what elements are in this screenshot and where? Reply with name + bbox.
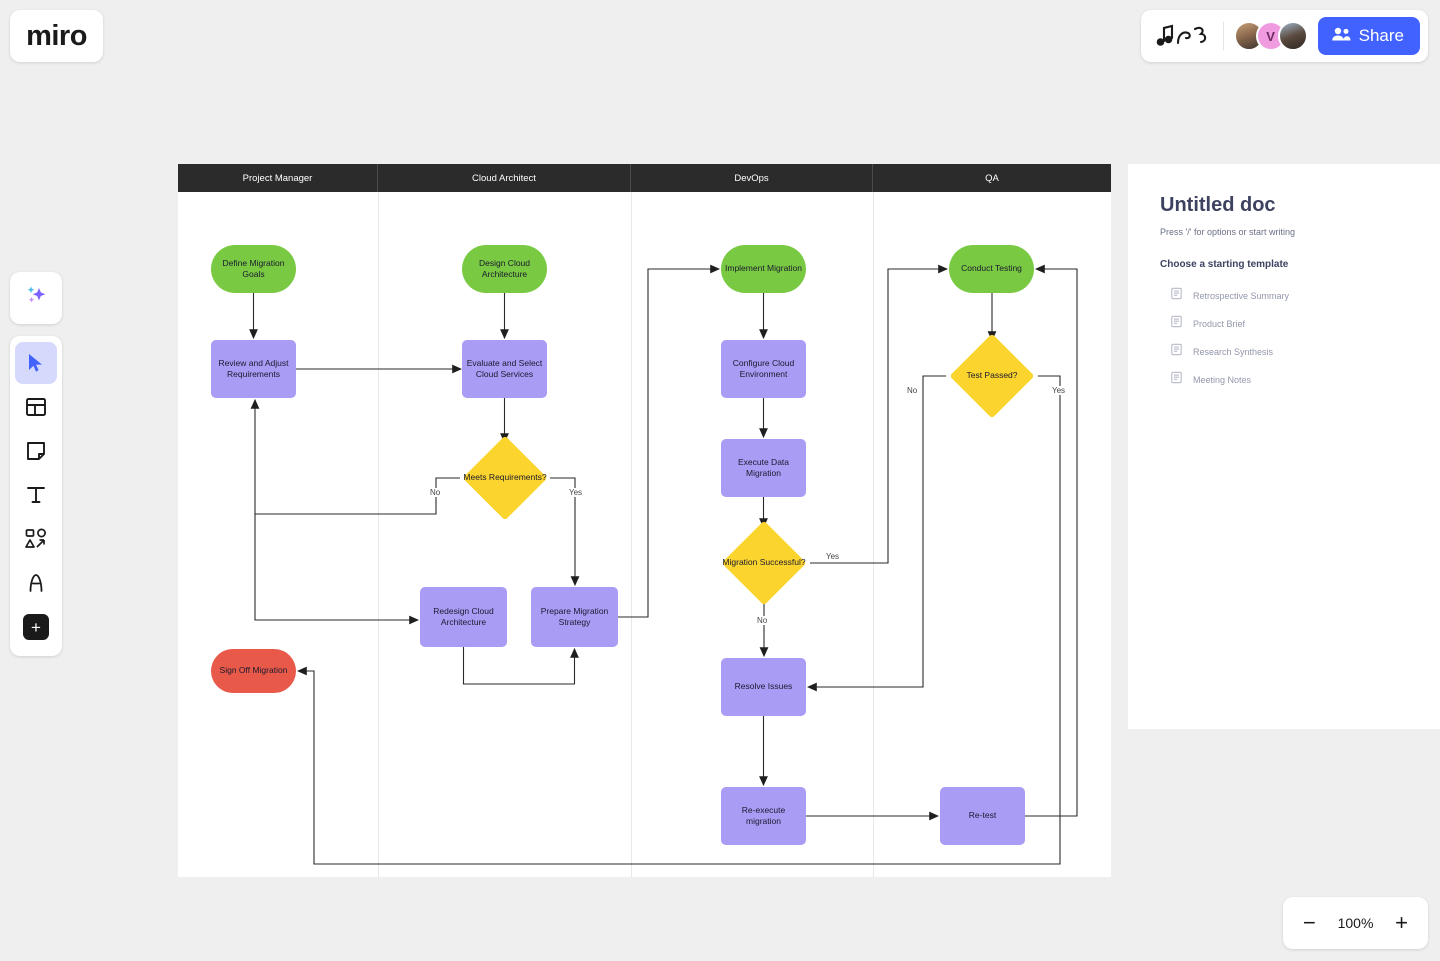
lane-header-qa: QA bbox=[873, 164, 1111, 192]
node-label: Migration Successful? bbox=[722, 557, 806, 568]
node-configure-cloud-environment[interactable]: Configure Cloud Environment bbox=[721, 340, 806, 398]
template-label: Research Synthesis bbox=[1193, 347, 1274, 357]
node-label: Meets Requirements? bbox=[463, 472, 547, 483]
more-apps-tool[interactable]: + bbox=[15, 606, 57, 648]
edge-label-no: No bbox=[428, 488, 443, 497]
zoom-in-button[interactable]: + bbox=[1395, 910, 1408, 935]
lanes-body: Define Migration Goals Review and Adjust… bbox=[178, 192, 1111, 877]
pen-tool[interactable] bbox=[15, 562, 57, 604]
document-panel: Untitled doc Press '/' for options or st… bbox=[1128, 164, 1440, 729]
share-button[interactable]: Share bbox=[1317, 17, 1420, 55]
text-tool[interactable] bbox=[15, 474, 57, 516]
swimlane-diagram: Project Manager Cloud Architect DevOps Q… bbox=[178, 164, 1111, 877]
plus-icon: + bbox=[23, 614, 49, 640]
templates-tool[interactable] bbox=[15, 386, 57, 428]
node-test-passed[interactable]: Test Passed? bbox=[946, 333, 1038, 419]
share-button-label: Share bbox=[1358, 26, 1404, 45]
share-people-icon bbox=[1331, 26, 1351, 47]
edge-label-no: No bbox=[905, 386, 920, 395]
node-implement-migration[interactable]: Implement Migration bbox=[721, 245, 806, 293]
node-evaluate-select-cloud-services[interactable]: Evaluate and Select Cloud Services bbox=[462, 340, 547, 398]
document-icon bbox=[1170, 287, 1183, 305]
edge-label-no: No bbox=[755, 616, 770, 625]
lane-header-project-manager: Project Manager bbox=[178, 164, 378, 192]
lane-headers: Project Manager Cloud Architect DevOps Q… bbox=[178, 164, 1111, 192]
node-execute-data-migration[interactable]: Execute Data Migration bbox=[721, 439, 806, 497]
template-retrospective-summary[interactable]: Retrospective Summary bbox=[1160, 282, 1408, 310]
edge-label-yes: Yes bbox=[1050, 386, 1068, 395]
doc-hint: Press '/' for options or start writing bbox=[1160, 227, 1295, 237]
node-define-migration-goals[interactable]: Define Migration Goals bbox=[211, 245, 296, 293]
shapes-tool[interactable] bbox=[15, 518, 57, 560]
node-design-cloud-architecture[interactable]: Design Cloud Architecture bbox=[462, 245, 547, 293]
zoom-level-value: 100% bbox=[1337, 915, 1374, 931]
music-notes-icon[interactable] bbox=[1155, 21, 1213, 51]
collaborator-avatars: V bbox=[1233, 21, 1308, 51]
select-tool[interactable] bbox=[15, 342, 57, 384]
connectors bbox=[249, 264, 1078, 865]
document-icon bbox=[1170, 371, 1183, 389]
node-resolve-issues[interactable]: Resolve Issues bbox=[721, 658, 806, 716]
top-right-bar: V Share bbox=[1140, 10, 1428, 62]
node-conduct-testing[interactable]: Conduct Testing bbox=[949, 245, 1034, 293]
lane-header-devops: DevOps bbox=[631, 164, 873, 192]
template-research-synthesis[interactable]: Research Synthesis bbox=[1160, 338, 1408, 366]
miro-logo[interactable]: miro bbox=[10, 10, 103, 62]
doc-template-heading: Choose a starting template bbox=[1160, 259, 1289, 270]
node-redesign-cloud-architecture[interactable]: Redesign Cloud Architecture bbox=[420, 587, 507, 647]
edge-label-yes: Yes bbox=[567, 488, 585, 497]
avatar[interactable] bbox=[1277, 21, 1308, 51]
node-migration-successful[interactable]: Migration Successful? bbox=[718, 520, 810, 606]
template-label: Retrospective Summary bbox=[1193, 291, 1290, 301]
doc-title[interactable]: Untitled doc bbox=[1160, 194, 1276, 216]
sparkle-icon bbox=[22, 282, 50, 315]
node-re-test[interactable]: Re-test bbox=[940, 787, 1025, 845]
left-toolbar: + bbox=[10, 336, 62, 656]
sticky-note-tool[interactable] bbox=[15, 430, 57, 472]
template-label: Meeting Notes bbox=[1193, 375, 1252, 385]
node-re-execute-migration[interactable]: Re-execute migration bbox=[721, 787, 806, 845]
node-meets-requirements[interactable]: Meets Requirements? bbox=[460, 435, 550, 521]
template-meeting-notes[interactable]: Meeting Notes bbox=[1160, 366, 1408, 394]
miro-logo-text: miro bbox=[26, 19, 87, 52]
zoom-out-button[interactable]: − bbox=[1303, 910, 1316, 935]
template-product-brief[interactable]: Product Brief bbox=[1160, 310, 1408, 338]
zoom-control: − 100% + bbox=[1283, 897, 1428, 949]
lane-header-cloud-architect: Cloud Architect bbox=[378, 164, 631, 192]
template-label: Product Brief bbox=[1193, 319, 1246, 329]
node-sign-off-migration[interactable]: Sign Off Migration bbox=[211, 649, 296, 693]
node-prepare-migration-strategy[interactable]: Prepare Migration Strategy bbox=[531, 587, 618, 647]
node-review-adjust-requirements[interactable]: Review and Adjust Requirements bbox=[211, 340, 296, 398]
node-label: Test Passed? bbox=[966, 370, 1018, 381]
document-icon bbox=[1170, 343, 1183, 361]
topbar-divider bbox=[1222, 22, 1224, 50]
lane-divider bbox=[631, 192, 632, 877]
lane-divider bbox=[378, 192, 379, 877]
lane-divider bbox=[873, 192, 874, 877]
document-icon bbox=[1170, 315, 1183, 333]
edge-label-yes: Yes bbox=[824, 552, 842, 561]
ai-sparkle-tool[interactable] bbox=[10, 272, 62, 324]
